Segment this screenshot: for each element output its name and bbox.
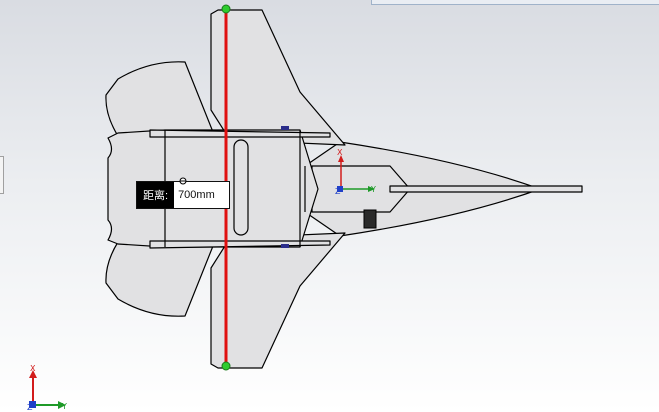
servo-icon	[363, 209, 377, 229]
view-triad-x: X	[30, 364, 36, 373]
top-panel-edge	[371, 0, 659, 5]
part-triad-z: Z	[335, 187, 341, 196]
measure-endpoint-top	[221, 4, 231, 14]
tail-upper	[105, 61, 214, 137]
measurement-label: 距离:	[137, 182, 175, 208]
measurement-value: 700mm	[178, 189, 215, 201]
left-panel-handle[interactable]	[0, 156, 4, 194]
part-triad-y: Y	[370, 185, 376, 194]
view-triad-z: Z	[27, 403, 33, 412]
intake-upper	[149, 129, 331, 138]
measure-endpoint-bottom	[221, 361, 231, 371]
tail-lower	[105, 241, 214, 317]
wing-lower	[210, 232, 346, 369]
part-triad: X Y Z	[335, 148, 376, 196]
intake-lower	[149, 240, 331, 249]
part-triad-x: X	[337, 148, 343, 157]
circle-handle-icon[interactable]	[179, 177, 187, 185]
spine-slot	[233, 139, 249, 236]
view-triad-y: Y	[61, 402, 67, 411]
nose-probe	[389, 185, 583, 193]
wing-upper	[210, 9, 346, 146]
view-triad[interactable]: X Y Z	[27, 364, 67, 412]
measurement-callout[interactable]: 距离: 700mm	[136, 181, 230, 209]
